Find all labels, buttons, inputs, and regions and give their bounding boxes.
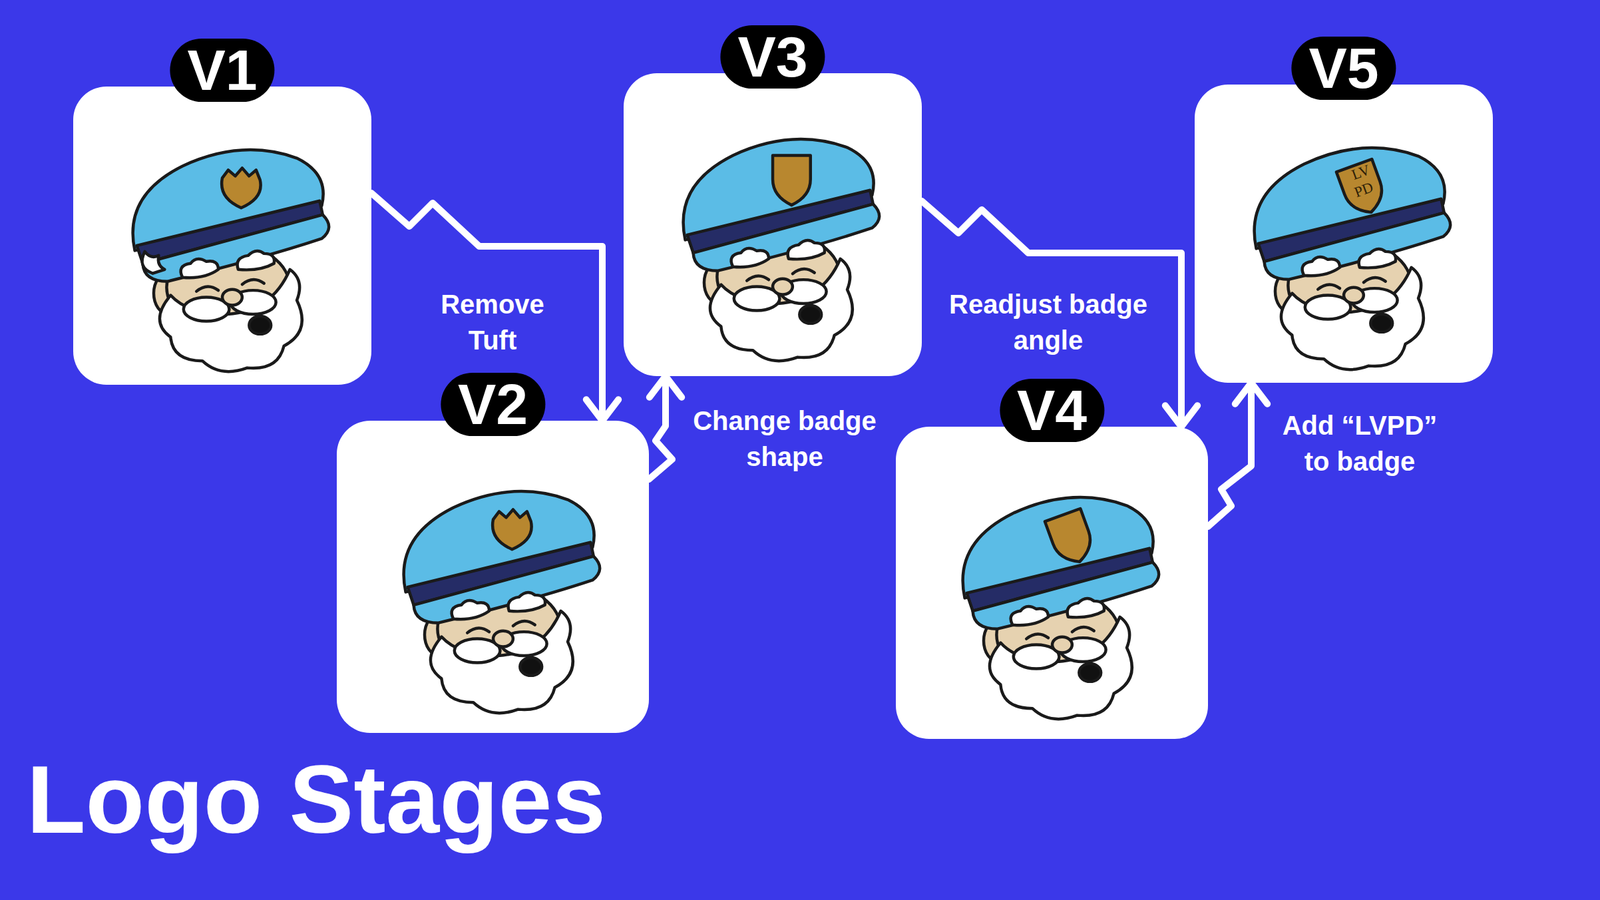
version-label: V5 [1291, 36, 1396, 100]
logo-illustration [1194, 84, 1493, 383]
logo-illustration [344, 427, 643, 727]
logo-illustration [73, 86, 372, 385]
step-label: Remove Tuft [419, 286, 566, 359]
version-label: V2 [440, 372, 546, 436]
version-label: V1 [169, 38, 275, 102]
zigzag-arrow [648, 376, 682, 480]
logo-card: V2 [336, 420, 649, 733]
logo-card: V3 [623, 73, 922, 377]
logo-illustration [903, 433, 1202, 733]
logo-card: V4 [895, 426, 1208, 739]
version-label: V4 [999, 378, 1105, 442]
page-title: Logo Stages [26, 746, 606, 854]
version-label: V3 [720, 25, 825, 89]
logo-card: V1 [73, 86, 372, 385]
step-label: Add “LVPD” to badge [1269, 407, 1450, 480]
logo-illustration [623, 75, 922, 375]
zigzag-arrow [1207, 382, 1268, 527]
logo-card: V5LVPD [1194, 84, 1493, 383]
step-label: Change badge shape [688, 402, 882, 475]
step-label: Readjust badge angle [928, 286, 1169, 359]
